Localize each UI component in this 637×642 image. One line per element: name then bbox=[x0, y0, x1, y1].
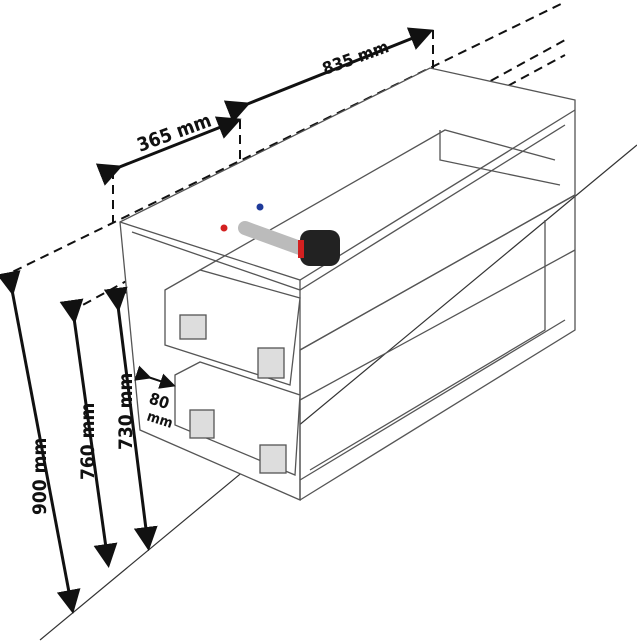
label-80-unit: mm bbox=[145, 409, 175, 432]
drawer-runner-bracket bbox=[259, 444, 287, 474]
drawer-runner-bracket bbox=[179, 314, 207, 340]
arrow-835 bbox=[223, 27, 434, 123]
floor-line bbox=[39, 144, 637, 641]
arrow-760 bbox=[59, 298, 118, 568]
label-365: 365 mm bbox=[134, 110, 214, 157]
siphon-pipe bbox=[220, 203, 340, 266]
cold-water-connector bbox=[256, 203, 264, 211]
upper-drawer bbox=[164, 129, 556, 386]
drawer-runner-bracket bbox=[189, 409, 215, 439]
arrow-80 bbox=[134, 365, 176, 389]
label-730: 730 mm bbox=[115, 373, 137, 450]
lower-drawer bbox=[174, 361, 301, 476]
label-835: 835 mm bbox=[320, 37, 392, 79]
label-900: 900 mm bbox=[29, 438, 51, 515]
label-760: 760 mm bbox=[77, 403, 99, 480]
hot-water-connector bbox=[220, 224, 228, 232]
arrow-730 bbox=[103, 286, 158, 551]
drawer-runner-bracket bbox=[257, 347, 285, 379]
arrow-365 bbox=[95, 116, 242, 186]
